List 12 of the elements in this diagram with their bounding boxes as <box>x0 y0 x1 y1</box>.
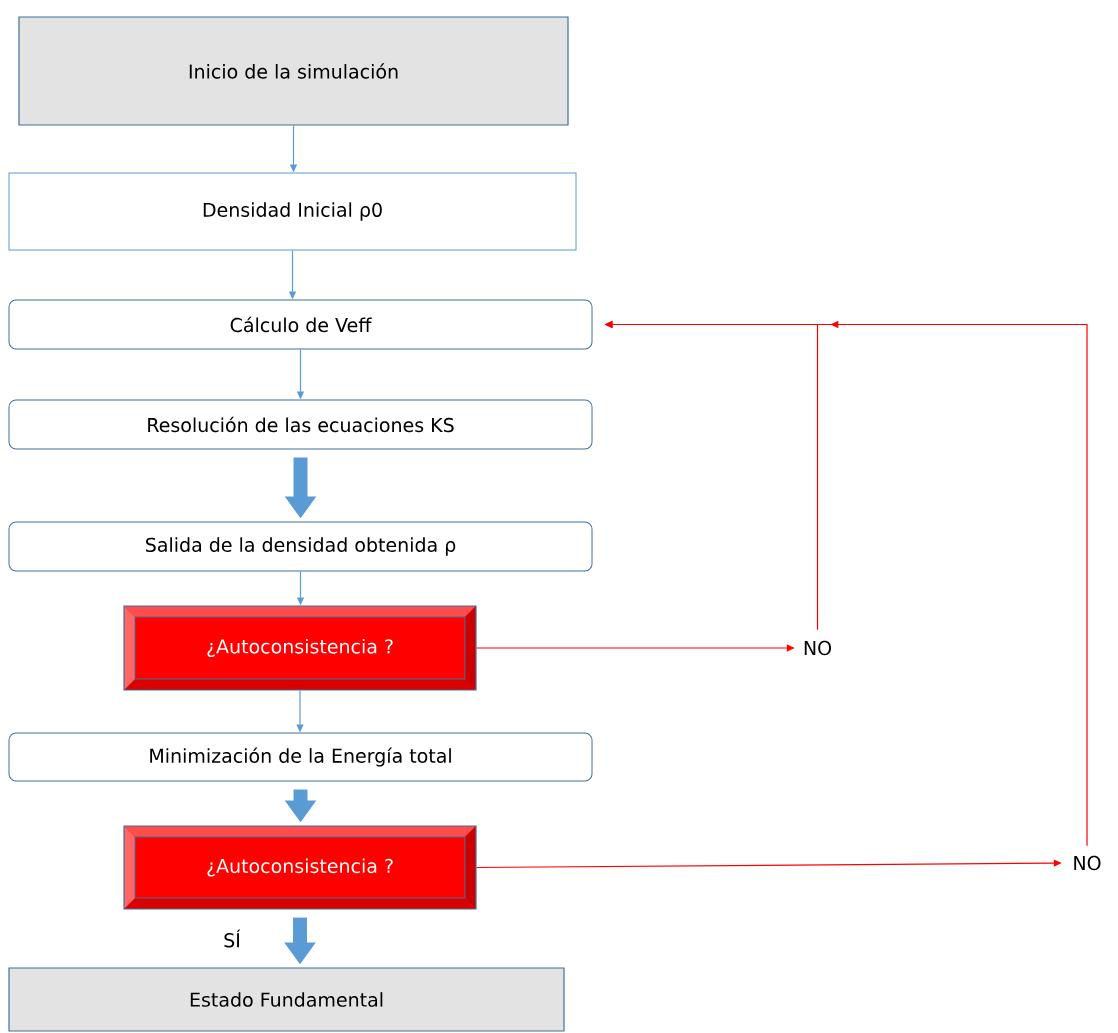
branch-label: NO <box>804 640 831 656</box>
decision-box: ¿Autoconsistencia ? <box>123 605 477 691</box>
process-box: Cálculo de Veff <box>8 299 593 350</box>
process-box: Minimización de la Energía total <box>8 732 593 782</box>
edge-label: SÍ <box>221 927 243 950</box>
terminal-box: Estado Fundamental <box>8 967 565 1032</box>
decision-box: ¿Autoconsistencia ? <box>123 825 477 910</box>
process-box: Resolución de las ecuaciones KS <box>8 399 593 450</box>
branch-label: NO <box>1074 855 1101 871</box>
process-box: Densidad Inicial ρ0 <box>8 172 577 251</box>
terminal-box: Inicio de la simulación <box>18 16 569 126</box>
process-box: Salida de la densidad obtenida ρ <box>8 521 593 572</box>
